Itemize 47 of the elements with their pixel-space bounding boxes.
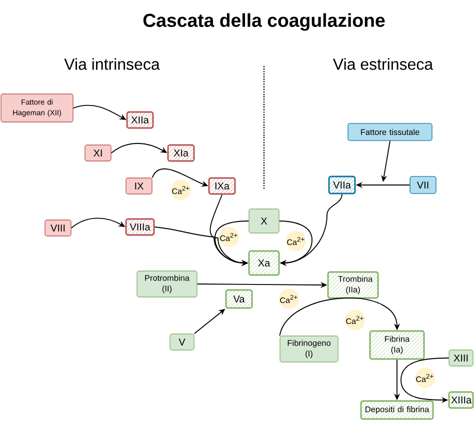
section-heading: Via intrinseca — [64, 58, 160, 70]
factor-label: V — [178, 338, 186, 346]
factor-label: Depositi di fibrina — [366, 406, 430, 414]
factor-box — [280, 336, 338, 362]
factor-label: VIIa — [333, 182, 351, 188]
factor-label: Fibrinogeno (I) — [288, 340, 330, 358]
factor-label: VIIIa — [130, 224, 150, 230]
title: Cascata della coagulazione — [143, 13, 385, 31]
factor-box — [348, 123, 432, 141]
factor-label: IX — [135, 182, 144, 190]
factor-label: XIIa — [131, 116, 149, 124]
factor-box — [167, 144, 195, 162]
factor-label: IXa — [215, 182, 230, 190]
factor-label: XI — [94, 150, 102, 156]
factor-label: VII — [416, 182, 428, 188]
factor-box — [360, 400, 434, 420]
factor-box — [126, 111, 154, 129]
factor-label: Trombina (IIa) — [338, 276, 373, 294]
factor-label: VIII — [50, 224, 65, 232]
factor-box — [248, 250, 280, 276]
factor-label: Protrombina (II) — [145, 274, 190, 294]
factor-box — [369, 330, 425, 360]
factor-label: XIII — [454, 354, 468, 362]
factor-label: XIa — [174, 150, 188, 156]
factor-label: Xa — [258, 260, 270, 266]
factor-box — [225, 289, 253, 309]
factor-label: Va — [233, 296, 245, 302]
arrow — [279, 298, 400, 336]
factor-box — [328, 176, 356, 194]
factor-box — [136, 270, 198, 298]
factor-box — [448, 391, 474, 409]
factor-box — [125, 218, 155, 236]
factor-box — [170, 334, 194, 350]
factor-box — [0, 94, 74, 122]
factor-box — [208, 177, 236, 195]
factor-label: Fattore tissutale — [361, 128, 420, 136]
factor-label: XIIIa — [451, 396, 472, 404]
factor-box — [248, 208, 280, 234]
factor-box — [84, 144, 112, 162]
factor-box — [126, 178, 152, 194]
factor-label: Fibrina (Ia) — [385, 336, 410, 354]
section-heading: Via estrinseca — [332, 58, 434, 70]
factor-box — [410, 176, 436, 194]
factor-label: X — [260, 218, 268, 224]
factor-box — [44, 220, 72, 236]
factor-box — [448, 350, 474, 366]
factor-box — [327, 271, 379, 299]
